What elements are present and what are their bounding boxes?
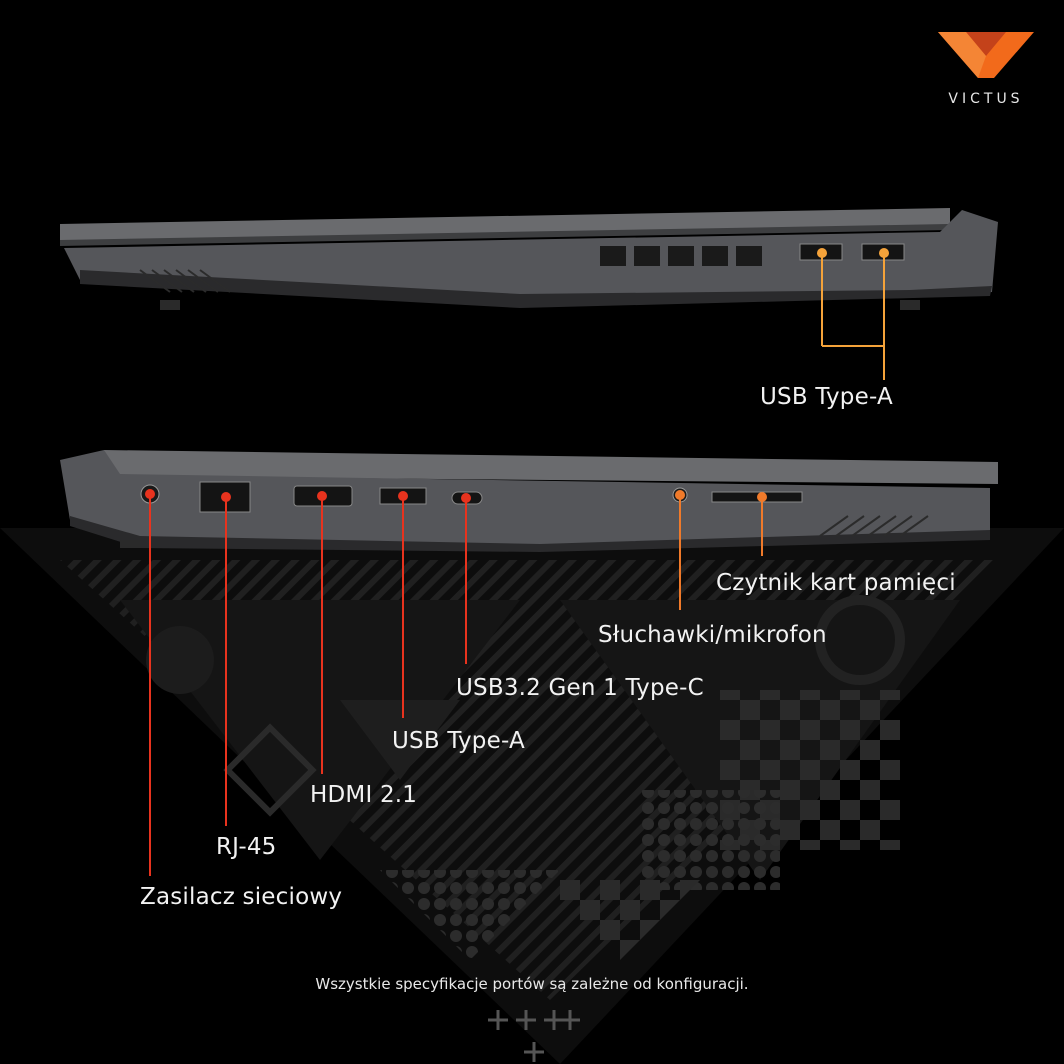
disclaimer: Wszystkie specyfikacje portów są zależne… — [315, 975, 749, 993]
label-rj45: RJ-45 — [216, 834, 277, 860]
label-usb-type-c: USB3.2 Gen 1 Type-C — [456, 675, 704, 701]
label-power: Zasilacz sieciowy — [140, 884, 343, 910]
brand-name: VICTUS — [948, 91, 1024, 107]
label-right-usb-type-a: USB Type-A — [760, 384, 893, 410]
victus-logo-icon — [938, 32, 1034, 78]
label-card-reader: Czytnik kart pamięci — [716, 570, 956, 596]
label-hdmi: HDMI 2.1 — [310, 782, 418, 808]
laptop-right-side-view — [60, 208, 998, 310]
laptop-left-side-view — [60, 450, 998, 552]
label-left-usb-type-a: USB Type-A — [392, 728, 525, 754]
label-headphone-mic: Słuchawki/mikrofon — [598, 622, 827, 648]
